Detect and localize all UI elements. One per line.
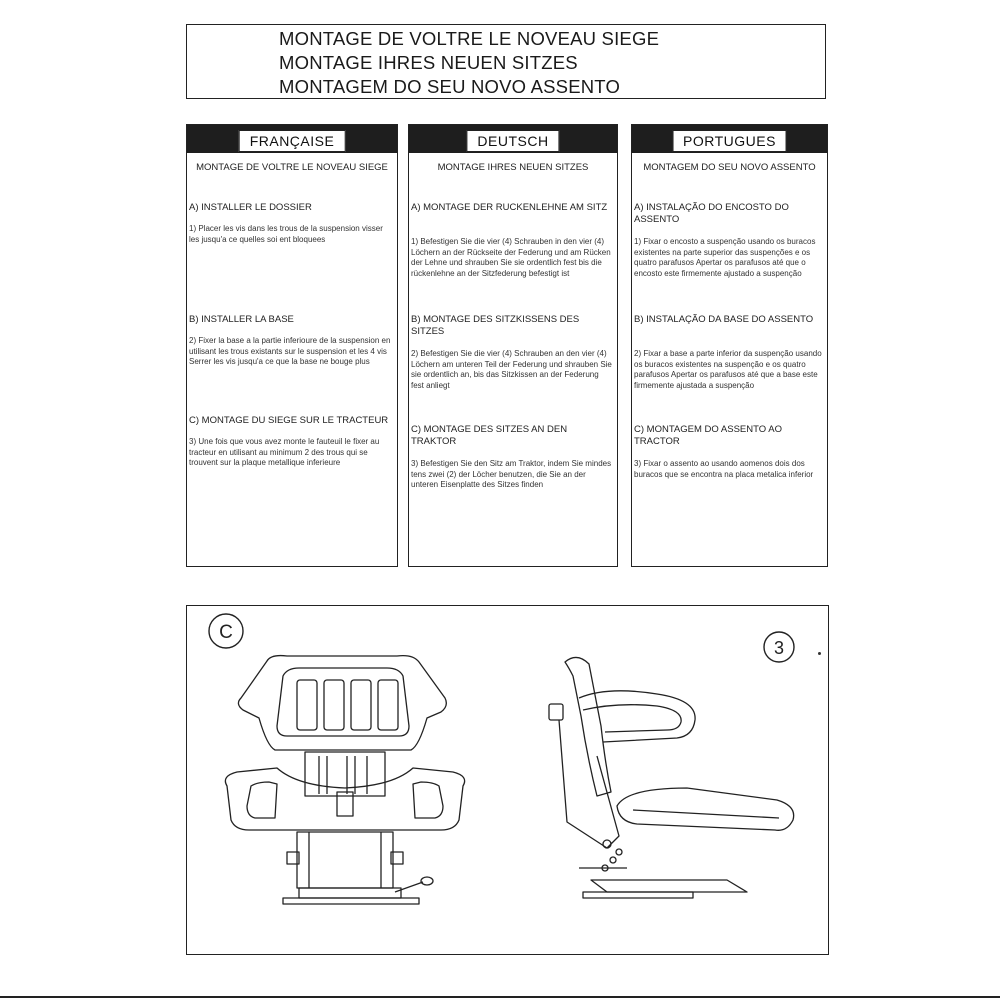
column-header-bar: PORTUGUES xyxy=(632,125,827,153)
column-german: DEUTSCH MONTAGE IHRES NEUEN SITZES A) MO… xyxy=(408,124,618,567)
section-body: 1) Befestigen Sie die vier (4) Schrauben… xyxy=(411,237,611,278)
section-body: 2) Fixar a base a parte inferior da susp… xyxy=(634,349,822,390)
section-title: B) INSTALAÇÃO DA BASE DO ASSENTO xyxy=(634,314,814,325)
label-3: 3 xyxy=(774,638,784,658)
title-line-portuguese: MONTAGEM DO SEU NOVO ASSENTO xyxy=(279,76,621,97)
seat-front-view xyxy=(224,654,466,905)
seat-diagram: C 3 xyxy=(208,613,795,905)
stray-mark xyxy=(818,652,821,655)
column-header-bar: DEUTSCH xyxy=(409,125,617,153)
diagram-box: C 3 xyxy=(186,605,829,955)
section-title: C) MONTAGE DES SITZES AN DEN TRAKTOR xyxy=(411,424,568,447)
column-heading: MONTAGE IHRES NEUEN SITZES xyxy=(437,162,589,173)
label-3-marker: 3 xyxy=(763,631,795,663)
column-heading: MONTAGEM DO SEU NOVO ASSENTO xyxy=(643,162,816,173)
title-box: MONTAGE DE VOLTRE LE NOVEAU SIEGE MONTAG… xyxy=(186,24,826,99)
column-portuguese: PORTUGUES MONTAGEM DO SEU NOVO ASSENTO A… xyxy=(631,124,828,567)
section-body: 1) Placer les vis dans les trous de la s… xyxy=(189,224,383,244)
column-french: FRANÇAISE MONTAGE DE VOLTRE LE NOVEAU SI… xyxy=(186,124,398,567)
section-body: 1) Fixar o encosto a suspenção usando os… xyxy=(634,237,816,278)
section-title: A) INSTALLER LE DOSSIER xyxy=(189,202,312,213)
section-title: B) MONTAGE DES SITZKISSENS DES SITZES xyxy=(411,314,580,337)
title-line-french: MONTAGE DE VOLTRE LE NOVEAU SIEGE xyxy=(279,28,660,49)
section-title: A) INSTALAÇÃO DO ENCOSTO DO ASSENTO xyxy=(634,202,789,225)
label-c-marker: C xyxy=(208,613,244,649)
language-label: PORTUGUES xyxy=(672,130,787,152)
language-label: FRANÇAISE xyxy=(238,130,346,152)
section-body: 3) Fixar o assento ao usando aomenos doi… xyxy=(634,459,814,479)
section-title: C) MONTAGEM DO ASSENTO AO TRACTOR xyxy=(634,424,782,447)
section-title: A) MONTAGE DER RUCKENLEHNE AM SITZ xyxy=(411,202,608,213)
bottom-rule xyxy=(0,996,1000,998)
section-body: 2) Befestigen Sie die vier (4) Schrauben… xyxy=(411,349,612,390)
section-body: 3) Befestigen Sie den Sitz am Traktor, i… xyxy=(411,459,612,489)
section-title: B) INSTALLER LA BASE xyxy=(189,314,294,325)
section-title: C) MONTAGE DU SIEGE SUR LE TRACTEUR xyxy=(189,415,389,426)
language-label: DEUTSCH xyxy=(466,130,560,152)
title-line-german: MONTAGE IHRES NEUEN SITZES xyxy=(279,52,578,73)
section-body: 2) Fixer la base a la partie inferioure … xyxy=(189,336,391,366)
label-c: C xyxy=(219,622,233,643)
seat-side-view xyxy=(548,656,795,899)
column-header-bar: FRANÇAISE xyxy=(187,125,397,153)
column-heading: MONTAGE DE VOLTRE LE NOVEAU SIEGE xyxy=(196,162,388,173)
section-body: 3) Une fois que vous avez monte le faute… xyxy=(189,437,380,467)
